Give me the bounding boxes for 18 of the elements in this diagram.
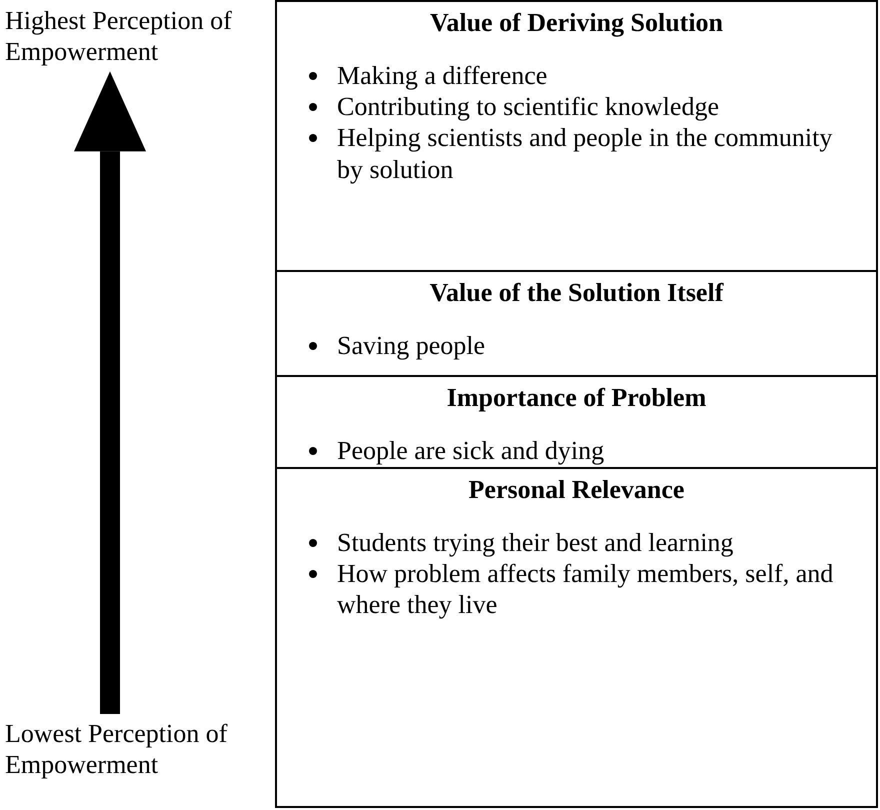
bullet-item: Making a difference [337, 60, 548, 92]
box-heading: Value of Deriving Solution [428, 8, 724, 38]
category-box [275, 0, 878, 272]
bullet-item: Saving people [337, 330, 486, 362]
arrow [74, 71, 146, 714]
axis-end-label: Lowest Perception of Empowerment [5, 718, 240, 780]
bullet-item: Students trying their best and learning [337, 527, 734, 558]
bullet-item: How problem affects family members, self, and where they live [337, 558, 857, 621]
axis-end-label: Highest Perception of Empowerment [5, 5, 240, 68]
box-heading: Importance of Problem [446, 383, 708, 413]
category-box [275, 375, 878, 469]
bullet-item: Helping scientists and people in the community by solution [337, 122, 857, 185]
category-box [275, 270, 878, 377]
category-box [275, 467, 878, 808]
bullet-item: Contributing to scientific knowledge [337, 91, 719, 122]
box-heading: Value of the Solution Itself [428, 278, 725, 308]
box-heading: Personal Relevance [468, 475, 686, 505]
bullet-item: People are sick and dying [337, 435, 604, 466]
